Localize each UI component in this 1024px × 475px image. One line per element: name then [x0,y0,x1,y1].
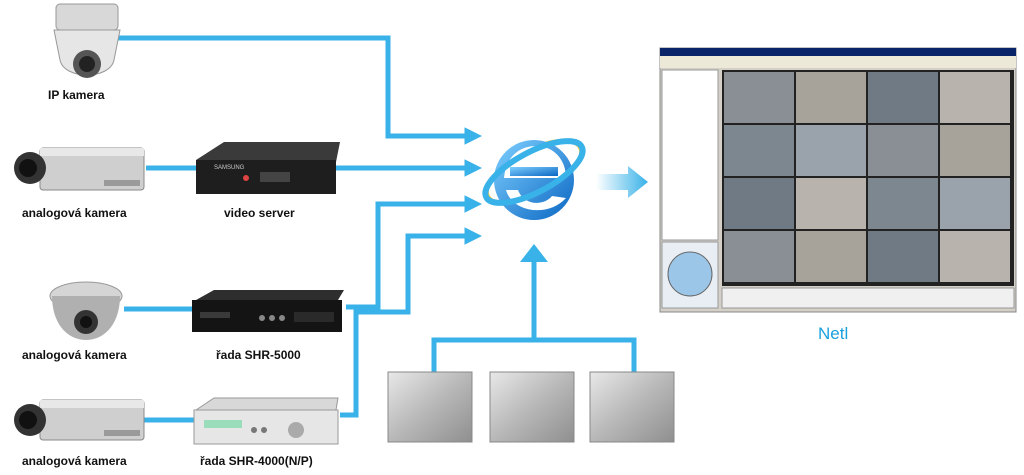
camera-view-tile [796,125,866,176]
camera-view-tile [868,125,938,176]
neti-software-screenshot [659,47,1017,313]
dome-camera-icon [49,281,123,340]
clients-up-arrow [520,244,548,262]
video-server-icon: SAMSUNG [196,142,340,194]
camera-view-tile [796,231,866,282]
shr4000-label: řada SHR-4000(N/P) [200,454,313,468]
shr5000-label: řada SHR-5000 [216,348,301,362]
output-arrow [596,166,648,198]
client-panel-2 [489,371,575,443]
camera-view-tile [940,125,1010,176]
shr4000-link [340,227,482,418]
box-camera-icon [14,147,145,191]
analog-camera-3-label: analogová kamera [22,454,127,468]
camera-view-tile [724,231,794,282]
camera-view-tile [868,178,938,229]
camera-view-tile [868,72,938,123]
dome-camera-icon: SAMSUNG [53,3,121,78]
ip-camera-link [118,35,482,145]
camera-view-tile [940,178,1010,229]
camera-view-tile [724,178,794,229]
camera-view-tile [724,125,794,176]
camera-view-tile [940,72,1010,123]
camera-view-tile [724,72,794,123]
camera-view-tile [940,231,1010,282]
camera-view-tile [868,231,938,282]
dvr-icon [192,290,344,332]
ip-camera-label: IP kamera [48,88,105,102]
client-panel-1 [387,371,473,443]
clients-link [431,262,637,372]
svg-text:SAMSUNG: SAMSUNG [214,165,245,171]
camera-view-tile [796,72,866,123]
neti-label: Netl [818,324,849,343]
camera-view-tile [796,178,866,229]
internet-explorer-icon [482,138,586,220]
analog-camera-2-label: analogová kamera [22,348,127,362]
video-server-label: video server [224,206,295,220]
analog-camera-1-label: analogová kamera [22,206,127,220]
box-camera-icon [14,399,145,441]
client-panel-3 [589,371,675,443]
shr5000-link [346,195,482,310]
dvr-icon [193,397,339,445]
